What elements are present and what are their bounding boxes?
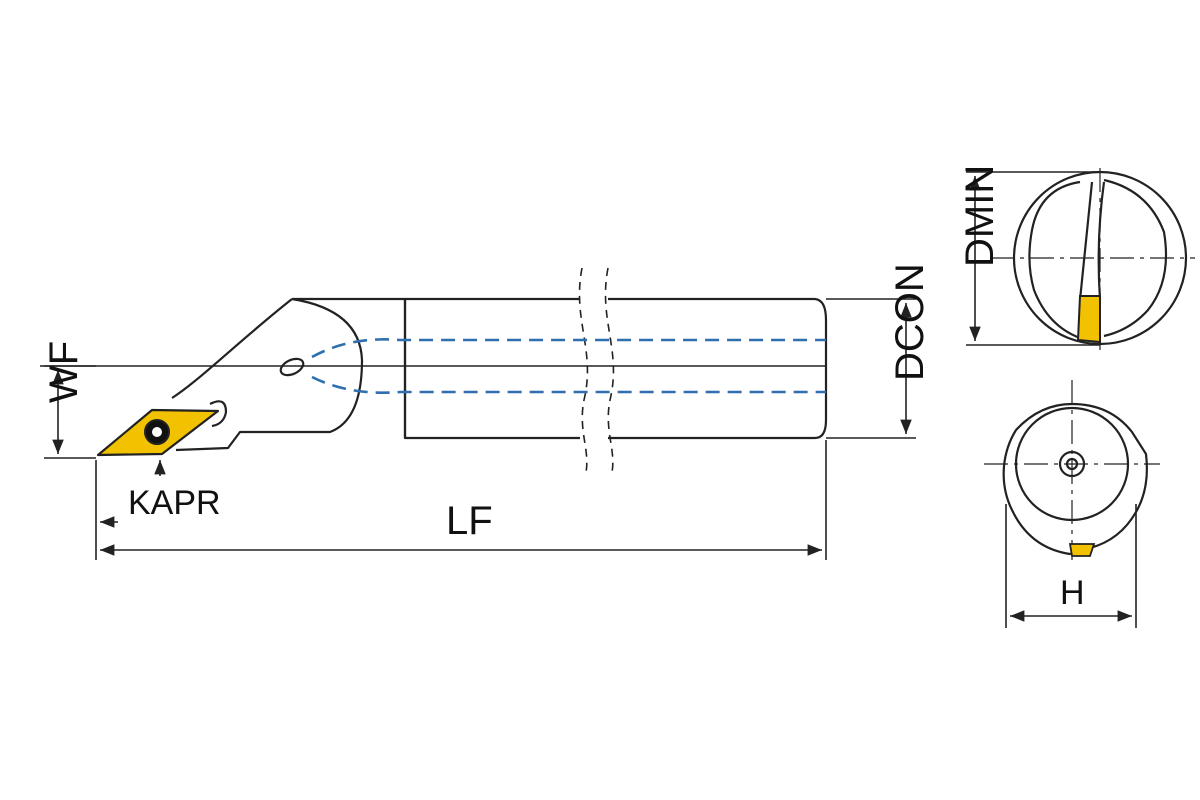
dcon-label: DCON — [888, 263, 932, 381]
end-head-flat — [1078, 181, 1106, 301]
break-line-right — [604, 267, 615, 473]
h-label: H — [1060, 574, 1085, 612]
shank-end-outline — [1002, 402, 1148, 556]
insert — [96, 408, 220, 457]
lf-label: LF — [446, 499, 493, 543]
dmin-label: DMIN — [958, 165, 1002, 267]
h-dimension — [1005, 504, 1137, 628]
wf-label: WF — [42, 341, 86, 403]
tool-head-outline — [171, 297, 405, 452]
shank-outline — [403, 297, 828, 440]
end-insert — [1076, 295, 1101, 344]
kapr-label: KAPR — [128, 484, 221, 522]
coolant-channels — [311, 338, 826, 394]
coolant-outlet — [279, 357, 305, 377]
break-line-left — [578, 267, 589, 473]
end-insert-small — [1068, 543, 1096, 557]
end-circle-inner — [1028, 178, 1168, 340]
dimensions-side — [44, 298, 916, 560]
insert-screw-center — [152, 427, 162, 437]
clamp-boss — [209, 400, 228, 428]
dmin-dimension — [966, 171, 1100, 346]
end-view-bottom — [984, 380, 1160, 560]
side-view — [40, 267, 828, 473]
